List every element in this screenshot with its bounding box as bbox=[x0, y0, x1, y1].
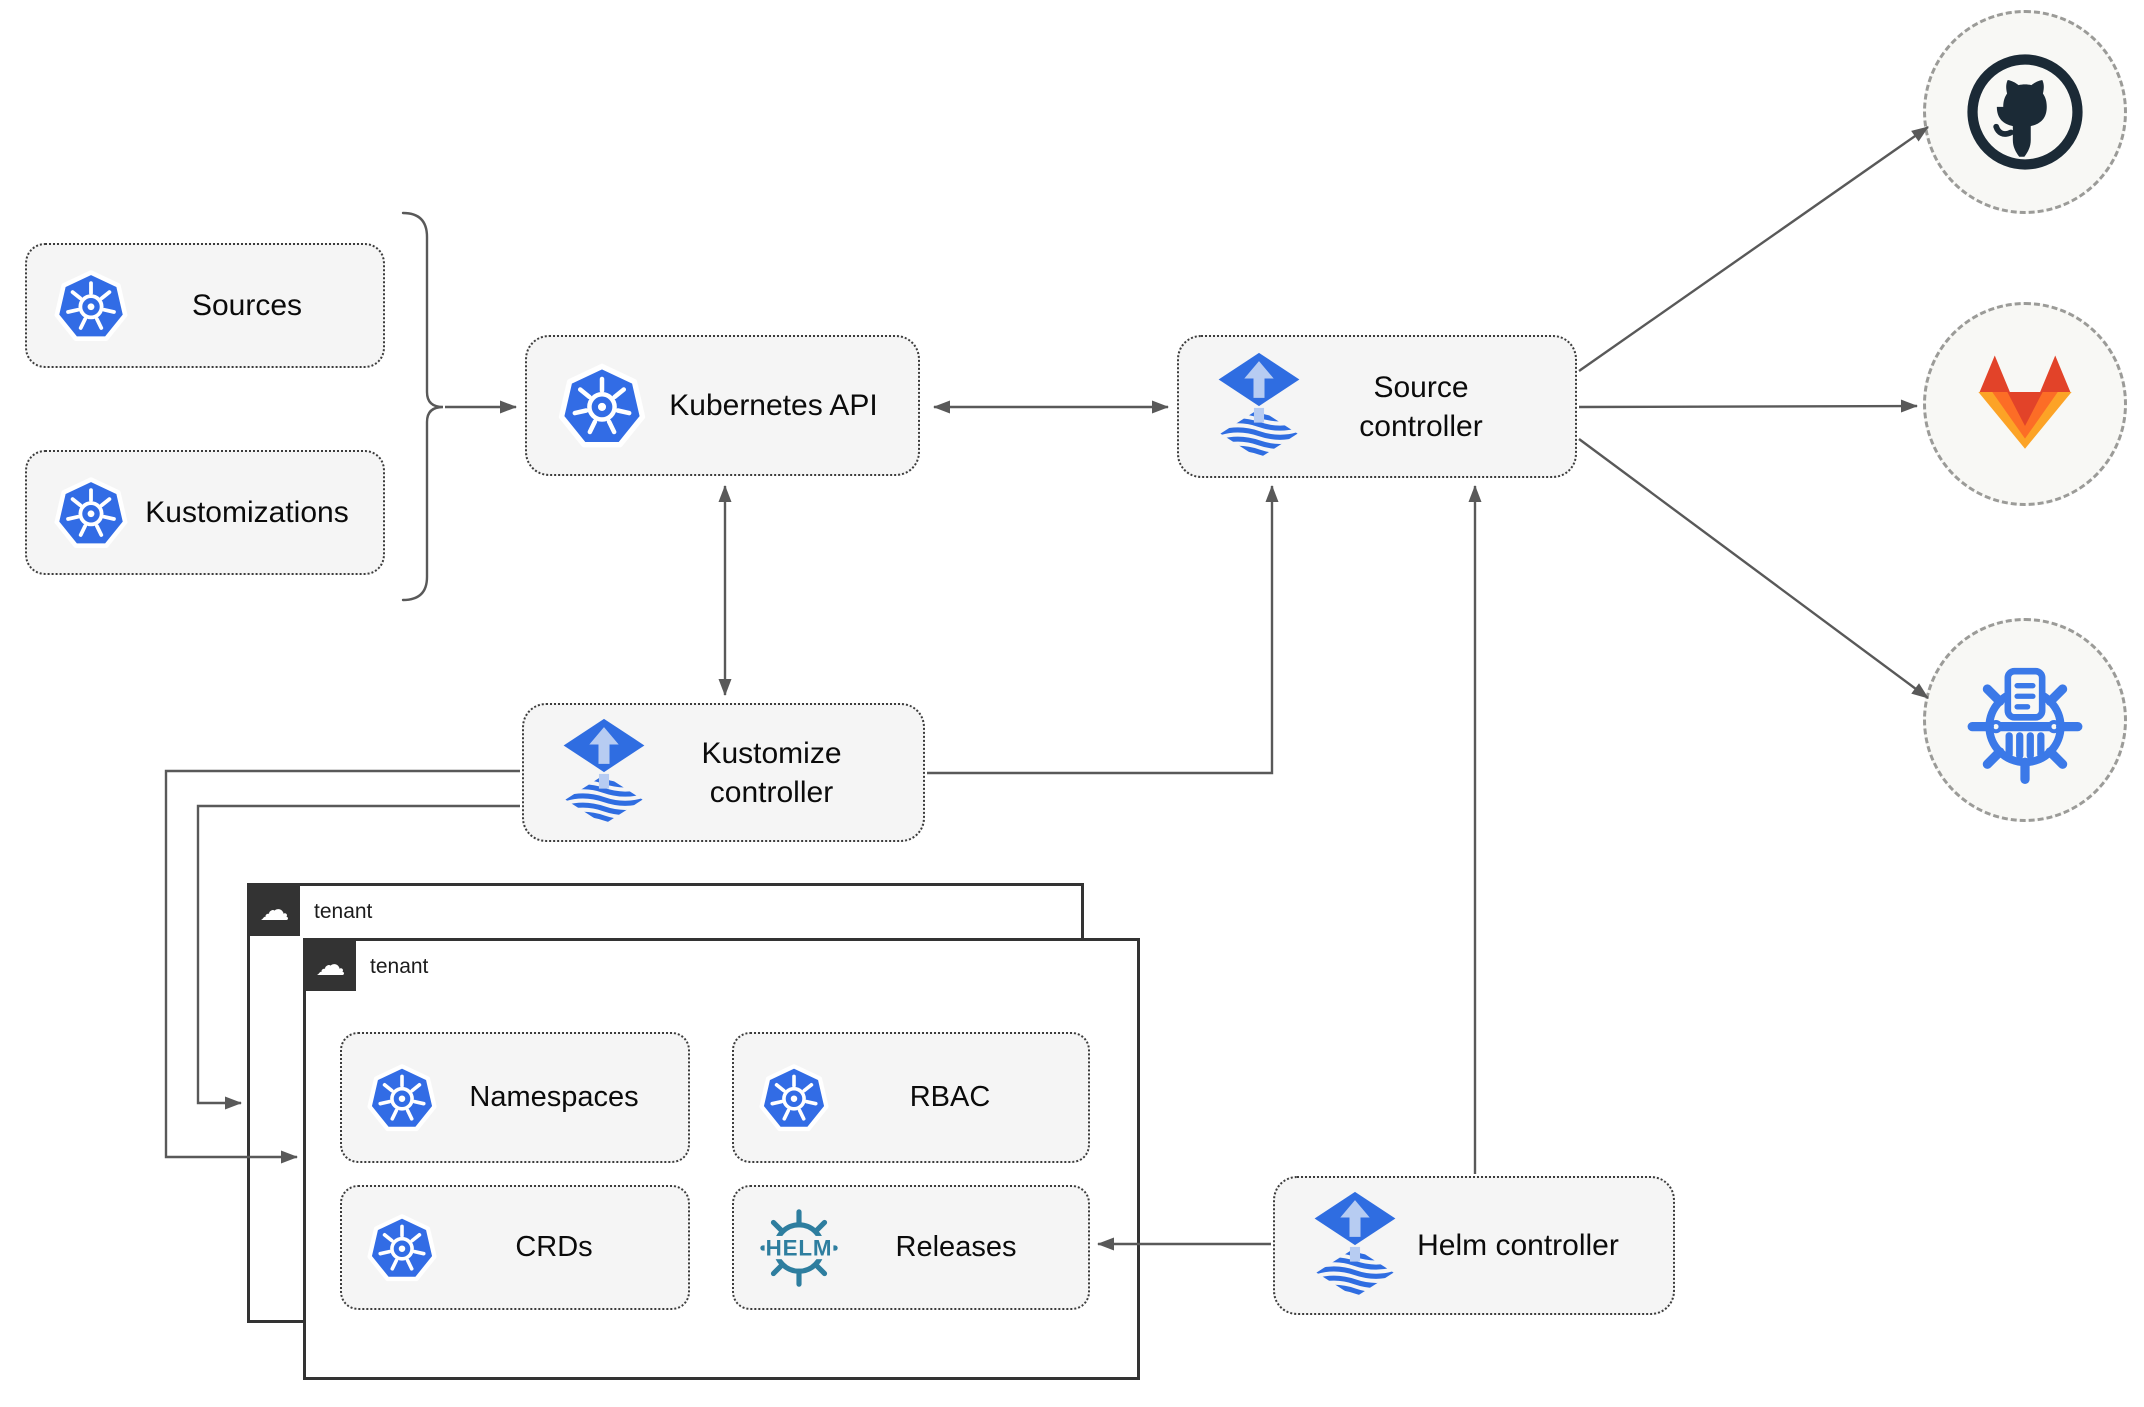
namespaces-box: Namespaces bbox=[340, 1032, 690, 1163]
kubernetes-icon bbox=[557, 361, 647, 451]
source-controller-box: Source controller bbox=[1177, 335, 1577, 478]
connector-source-registry bbox=[1578, 438, 1929, 699]
kubernetes-api-label: Kubernetes API bbox=[669, 389, 878, 422]
tenant-label: tenant bbox=[370, 955, 429, 978]
kubernetes-icon bbox=[366, 1212, 438, 1284]
tenant-label: tenant bbox=[314, 900, 373, 923]
gitlab-node bbox=[1923, 302, 2127, 506]
github-icon bbox=[1961, 48, 2089, 176]
sources-box: Sources bbox=[25, 243, 385, 368]
kubernetes-api-box: Kubernetes API bbox=[525, 335, 920, 476]
kustomizations-box: Kustomizations bbox=[25, 450, 385, 575]
helm-controller-label: Helm controller bbox=[1417, 1229, 1619, 1262]
crds-label: CRDs bbox=[515, 1230, 593, 1263]
sources-label: Sources bbox=[191, 289, 303, 322]
kubernetes-icon bbox=[53, 475, 129, 551]
kustomize-controller-label: Kustomize controller bbox=[701, 736, 842, 809]
kubernetes-icon bbox=[758, 1062, 830, 1134]
cloud-icon: ☁ bbox=[249, 885, 300, 936]
helm-logo-text: HELM bbox=[766, 1235, 833, 1260]
crds-box: CRDs bbox=[340, 1185, 690, 1310]
helm-controller-box: Helm controller bbox=[1273, 1176, 1675, 1315]
kustomizations-label: Kustomizations bbox=[145, 496, 349, 529]
flux-icon bbox=[1309, 1190, 1401, 1302]
github-node bbox=[1923, 10, 2127, 214]
flux-icon bbox=[558, 717, 650, 829]
rbac-box: RBAC bbox=[732, 1032, 1090, 1163]
namespaces-label: Namespaces bbox=[469, 1080, 639, 1113]
kubernetes-icon bbox=[53, 268, 129, 344]
kustomize-controller-box: Kustomize controller bbox=[522, 703, 925, 842]
releases-box: HELM Releases bbox=[732, 1185, 1090, 1310]
helm-icon: HELM bbox=[756, 1205, 842, 1291]
harbor-registry-node bbox=[1923, 618, 2127, 822]
cloud-icon: ☁ bbox=[305, 940, 356, 991]
harbor-registry-icon bbox=[1959, 654, 2091, 786]
kubernetes-icon bbox=[366, 1062, 438, 1134]
cloud-glyph: ☁ bbox=[259, 892, 290, 928]
connector-kustomize-source bbox=[927, 485, 1279, 775]
grouping-brace bbox=[401, 211, 444, 602]
gitlab-icon bbox=[1962, 350, 2088, 458]
connector-source-github bbox=[1578, 126, 1929, 372]
flux-icon bbox=[1213, 351, 1305, 463]
connector-source-gitlab bbox=[1578, 399, 1918, 413]
releases-label: Releases bbox=[895, 1230, 1017, 1263]
rbac-label: RBAC bbox=[909, 1080, 991, 1113]
cloud-glyph: ☁ bbox=[315, 947, 346, 983]
source-controller-label: Source controller bbox=[1359, 370, 1483, 443]
